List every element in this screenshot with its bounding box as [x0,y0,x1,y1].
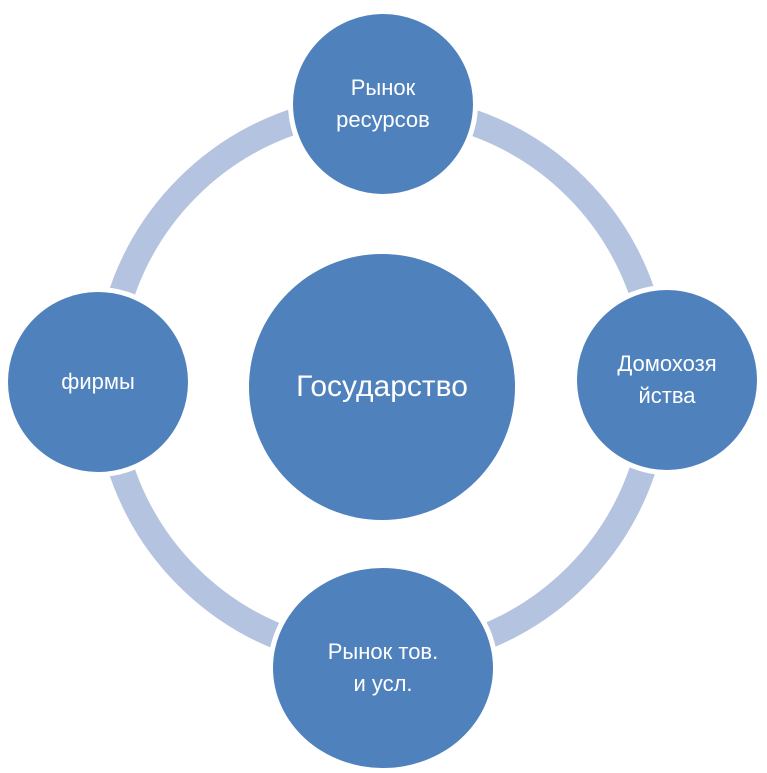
node-gosudarstvo: Государство [249,254,515,520]
node-label-bottom: Рынок тов. и усл. [327,639,439,696]
node-label-center: Государство [296,370,468,403]
node-resource-market: Рынок ресурсов [288,9,478,199]
node-label-top: Рынок ресурсов [336,75,430,132]
node-label-right: Домохозя йства [617,351,717,408]
node-label-left: фирмы [61,369,135,394]
node-goods-market: Рынок тов. и усл. [268,563,498,773]
node-firms: фирмы [3,287,193,477]
node-households: Домохозя йства [572,285,762,475]
